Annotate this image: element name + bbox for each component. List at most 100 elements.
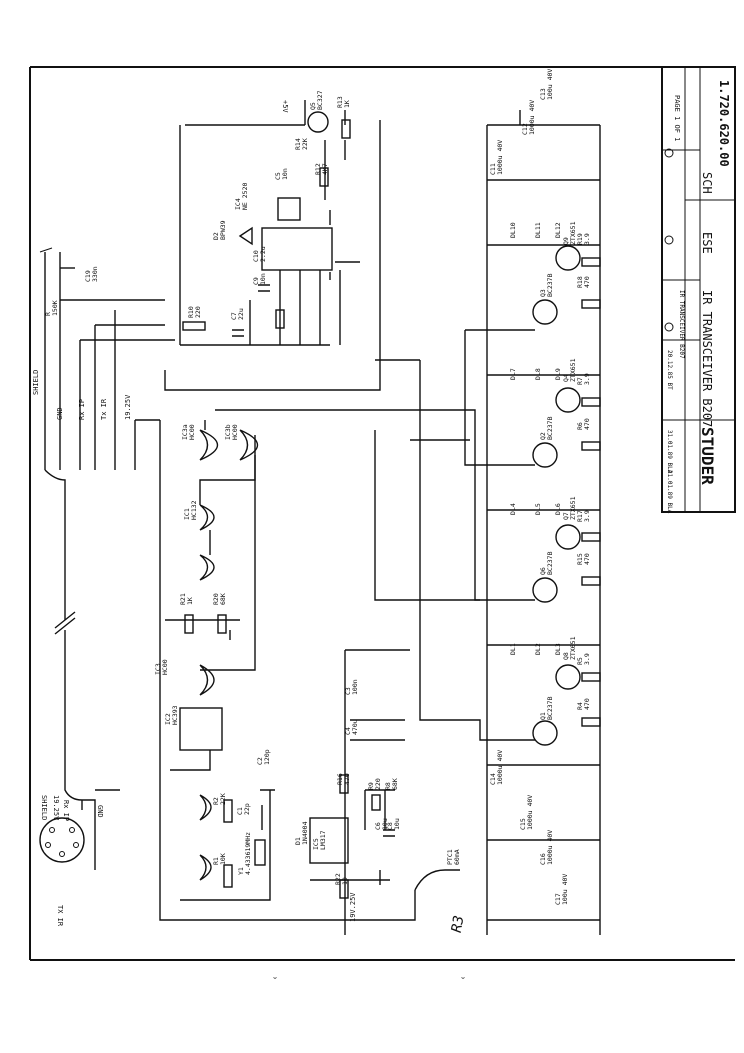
component-label-q3: Q3BC237B: [539, 273, 554, 297]
revision-3-date: 21.01.89 BLA: [666, 470, 673, 514]
component-label-dl3: DL3: [554, 643, 562, 655]
component-label-r22: R2210: [334, 873, 349, 885]
pin-label-rx: Rx IP: [62, 800, 70, 821]
component-label-r18: R18470: [576, 276, 591, 288]
component-label-r17: R173.9: [576, 510, 591, 522]
component-label-r: R150K: [44, 300, 59, 316]
component-label-r21: R211K: [179, 593, 194, 605]
component-label-ic3: IC3HC00: [154, 659, 169, 675]
component-label-c13: C13100u 40V: [539, 69, 554, 100]
component-label-c15: C151000u 40V: [519, 795, 534, 830]
component-label-c19: C19330n: [84, 266, 99, 282]
pin-label-shield: SHIELD: [40, 795, 48, 820]
receiver-section: [164, 100, 381, 391]
page-number: PAGE 1 OF 1: [673, 95, 681, 141]
component-label-c4: C4470u: [344, 719, 359, 735]
sch-label: SCH: [700, 172, 714, 194]
component-label-r1: R110K: [212, 853, 227, 865]
pin-label-gnd: GND: [96, 805, 104, 818]
revision-1-date: 20.12.85 BT: [666, 350, 673, 390]
cable-label-shield: SHIELD: [32, 370, 40, 395]
component-label-r4: R4470: [576, 698, 591, 710]
component-label-r19: R193.9: [576, 233, 591, 245]
component-label-c6: C610u: [374, 818, 389, 830]
component-label-c8: C810u: [386, 818, 401, 830]
component-label-dl1: DL1: [509, 643, 517, 655]
component-label-q6: Q6BC237B: [539, 551, 554, 575]
component-label-r2: R222K: [212, 793, 227, 805]
component-label-r20: R2068K: [212, 593, 227, 605]
component-label-r15: R15470: [576, 553, 591, 565]
component-label-dl10: DL10: [509, 222, 517, 238]
component-label-ptc1: PTC160mA: [446, 849, 461, 865]
component-label-c5: C510n: [274, 168, 289, 180]
drawing-frame: [29, 66, 735, 961]
title-block: 1.720.620.00 SCH PAGE 1 OF 1 ESE IR TRAN…: [661, 66, 736, 514]
component-label-dl6: DL6: [554, 503, 562, 515]
component-label-dl5: DL5: [534, 503, 542, 515]
component-label-c17: C17100u 40V: [554, 874, 569, 905]
component-label-ic1: IC1HC132: [183, 500, 198, 520]
led-drivers: [374, 110, 601, 935]
component-label-ic4: IC4NE 2520: [234, 183, 249, 210]
component-label-ic3b: IC3bHC00: [224, 424, 239, 440]
component-label-q5: Q5BC327: [309, 90, 324, 110]
component-label-dl4: DL4: [509, 503, 517, 515]
component-label-c11: C111000u 40V: [489, 140, 504, 175]
power-supply: [309, 649, 460, 935]
bottom-mark: ˘: [460, 976, 466, 988]
component-label-c16: C161000u 40V: [539, 830, 554, 865]
component-label-ic5: IC5LM317: [312, 830, 327, 850]
component-label-r10: R10220: [187, 306, 202, 318]
component-label-dl9: DL9: [554, 368, 562, 380]
handwritten-r3: R3: [449, 914, 468, 933]
connector-label-tx: TX IR: [56, 905, 64, 927]
pin-label-19v: 19.25V: [52, 795, 60, 821]
cable-connector: SHIELD GND Rx IP Tx IR 19.25V SHIELD 19.…: [32, 247, 175, 927]
component-label-r13: R131K: [336, 96, 351, 108]
component-label-q8: Q8ZTX651: [562, 636, 577, 660]
cable-label-rx: Rx IP: [78, 399, 86, 420]
component-label-c7: C722u: [230, 308, 245, 320]
component-label-dl11: DL11: [534, 222, 542, 238]
drawing-title: IR TRANSCEIVER B207: [700, 290, 714, 427]
doc-number: 1.720.620.00: [717, 80, 731, 167]
component-label-q7: Q7ZTX651: [562, 496, 577, 520]
component-label-dl2: DL2: [534, 643, 542, 655]
cable-label-gnd: GND: [56, 407, 64, 420]
component-label-r7: R73.9: [576, 373, 591, 385]
component-label-r6: R6470: [576, 418, 591, 430]
component-label-dl8: DL8: [534, 368, 542, 380]
component-label-r5: R53.9: [576, 653, 591, 665]
cable-label-tx: Tx IR: [100, 398, 108, 420]
component-label-dl7: DL7: [509, 368, 517, 380]
component-label-c2: C2120p: [256, 749, 271, 765]
component-label-ic3a: IC3aHC00: [181, 424, 196, 440]
component-label-ic2: IC2HC393: [164, 705, 179, 725]
company-logo: STUDER: [698, 427, 717, 485]
component-label-dl12: DL12: [554, 222, 562, 238]
component-label-c3: C3100n: [344, 679, 359, 695]
size-label: ESE: [700, 232, 714, 254]
cable-label-19v: 19.25V: [124, 394, 132, 420]
rail-label-19v: 19V.25V: [349, 892, 357, 922]
din-connector: [39, 817, 85, 863]
component-label-q4: Q4ZTX651: [562, 358, 577, 382]
component-label-r14: R1422K: [294, 138, 309, 150]
revision-1-text: IR TRANSCEIVER B207: [678, 290, 685, 359]
component-label-d1: D11N4004: [294, 821, 309, 845]
rail-label-5v: +5V: [281, 100, 289, 113]
component-label-r12: R124K7: [314, 163, 329, 175]
component-label-c10: C102.2u: [252, 246, 267, 262]
component-label-c1: C122p: [236, 803, 251, 815]
component-label-q2: Q2BC237B: [539, 416, 554, 440]
component-label-r8: R868K: [384, 778, 399, 790]
revision-2-date: 31.01.89 BLA: [666, 430, 673, 474]
component-label-d2: D2BPW39: [212, 220, 227, 240]
component-label-y1: Y14.433619MHz: [237, 832, 252, 875]
component-label-q9: Q9ZTX651: [562, 221, 577, 245]
component-label-c9: C910n: [252, 273, 267, 285]
component-label-c14: C141000u 40V: [489, 750, 504, 785]
